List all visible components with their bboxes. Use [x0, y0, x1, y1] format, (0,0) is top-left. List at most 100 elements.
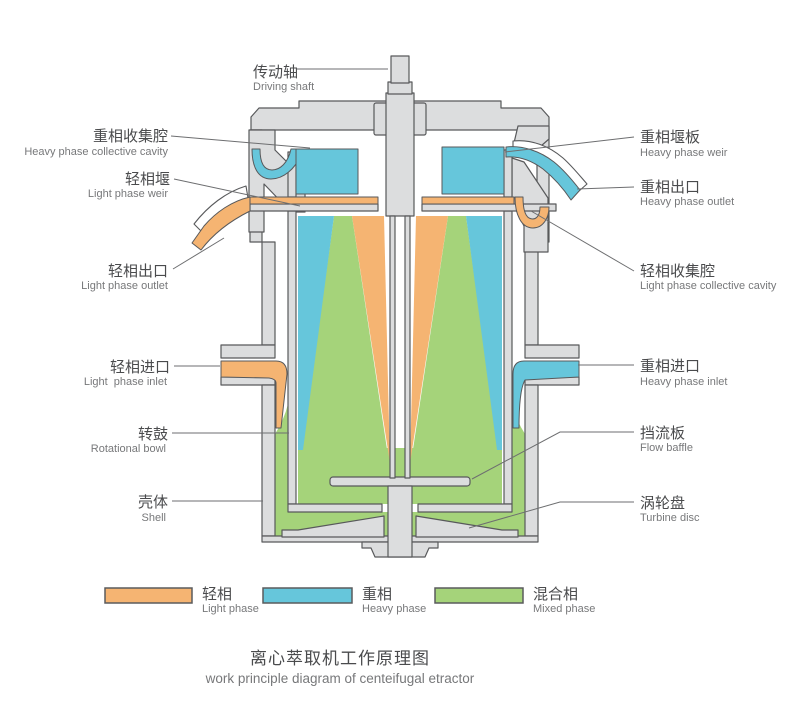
- label-hpi-en: Heavy phase inlet: [640, 376, 727, 388]
- label-light-phase-weir: 轻相堰 Light phase weir: [88, 171, 170, 200]
- heavy-phase-inner: [298, 216, 502, 450]
- shell-wall-left-lower: [261, 384, 276, 537]
- label-lpo-en: Light phase outlet: [81, 280, 168, 292]
- light-phase-weir-layer-left: [249, 196, 379, 205]
- label-hpw-en: Heavy phase weir: [640, 147, 728, 159]
- legend: 轻相 Light phase 重相 Heavy phase 混合相 Mixed …: [104, 586, 595, 615]
- label-driving-shaft-en: Driving shaft: [253, 81, 314, 93]
- light-phase-collect-pocket: [514, 196, 550, 229]
- heavy-phase-bowl-pool-right: [441, 146, 505, 195]
- label-lpcc-zh: 轻相收集腔: [640, 263, 715, 280]
- leader-light-phase-outlet: [172, 237, 225, 270]
- leader-lines: [170, 68, 635, 529]
- label-baffle-en: Flow baffle: [640, 442, 693, 454]
- shell-wall-right-mid: [524, 241, 539, 346]
- air-core-right: [410, 216, 416, 465]
- legend-heavy-phase-zh: 重相: [362, 586, 392, 603]
- label-turbine-en: Turbine disc: [640, 512, 700, 524]
- label-rotational-bowl: 转鼓 Rotational bowl: [91, 426, 168, 455]
- shell-wall-left-mid: [261, 241, 276, 346]
- heavy-phase-outlet-stream: [505, 146, 581, 201]
- label-bowl-en: Rotational bowl: [91, 443, 166, 455]
- bowl-bottom-right: [417, 503, 513, 513]
- legend-swatch-mixed-phase: [434, 587, 524, 604]
- inlet-shelf-right-top: [524, 344, 580, 359]
- label-heavy-phase-weir: 重相堰板 Heavy phase weir: [640, 128, 728, 159]
- label-lpcc-en: Light phase collective cavity: [640, 280, 777, 292]
- leader-flow-baffle: [471, 431, 634, 480]
- light-phase-weir-layer-right: [421, 196, 515, 205]
- leader-light-phase-collective-cavity: [530, 210, 635, 272]
- legend-light-phase-en: Light phase: [202, 603, 259, 615]
- label-shell-en: Shell: [142, 512, 166, 524]
- legend-swatch-light-phase: [104, 587, 193, 604]
- legend-item-light-phase: 轻相 Light phase: [104, 586, 259, 615]
- light-phase-top-fluid: [191, 196, 550, 429]
- diagram-title-zh: 离心萃取机工作原理图: [250, 649, 430, 668]
- air-core-left: [384, 216, 390, 465]
- label-lpo-zh: 轻相出口: [108, 263, 168, 280]
- legend-heavy-phase-en: Heavy phase: [362, 603, 426, 615]
- label-hpw-zh: 重相堰板: [640, 128, 700, 146]
- label-shell: 壳体 Shell: [138, 494, 168, 524]
- label-hpi-zh: 重相进口: [640, 358, 700, 375]
- label-light-phase-inlet: 轻相进口 Light phase inlet: [84, 359, 170, 388]
- turbine-disc-right: [415, 515, 519, 538]
- label-driving-shaft: 传动轴 Driving shaft: [253, 64, 314, 93]
- legend-mixed-phase-en: Mixed phase: [533, 603, 595, 615]
- label-lpi-en: Light phase inlet: [84, 376, 167, 388]
- label-heavy-phase-inlet: 重相进口 Heavy phase inlet: [640, 358, 727, 388]
- light-phase-weir-plate-left: [249, 203, 379, 212]
- label-hpo-en: Heavy phase outlet: [640, 196, 734, 208]
- bowl-wall-left-lower: [287, 210, 297, 505]
- label-hpcc-zh: 重相收集腔: [93, 128, 168, 145]
- mixed-phase-wedge-right: [409, 216, 498, 476]
- light-phase-inner: [352, 216, 448, 470]
- housing: [220, 55, 580, 558]
- label-heavy-phase-collective-cavity: 重相收集腔 Heavy phase collective cavity: [24, 128, 168, 158]
- leader-heavy-phase-outlet: [576, 186, 635, 190]
- leader-heavy-phase-collective-cavity: [170, 135, 311, 149]
- turbine-disc-left: [281, 515, 385, 538]
- label-bowl-zh: 转鼓: [138, 426, 168, 443]
- legend-swatch-heavy-phase: [262, 587, 353, 604]
- label-lpw-zh: 轻相堰: [125, 171, 170, 188]
- labels: 传动轴 Driving shaft 重相收集腔 Heavy phase coll…: [24, 64, 777, 524]
- legend-mixed-phase-zh: 混合相: [533, 586, 578, 603]
- label-driving-shaft-zh: 传动轴: [253, 64, 298, 81]
- mixed-phase-fluid: [275, 216, 525, 536]
- heavy-phase-bowl-pool-left: [295, 148, 359, 195]
- shell-wall-right-lower: [524, 384, 539, 537]
- label-turbine-disc: 涡轮盘 Turbine disc: [640, 494, 700, 524]
- label-lpw-en: Light phase weir: [88, 188, 168, 200]
- label-heavy-phase-outlet: 重相出口 Heavy phase outlet: [640, 179, 734, 208]
- diagram-title-en: work principle diagram of centeifugal et…: [205, 671, 475, 686]
- flow-baffle-plate: [329, 476, 471, 487]
- baffle-stem: [387, 485, 413, 558]
- leader-light-phase-weir: [173, 178, 301, 207]
- inlet-shelf-left-top: [220, 344, 276, 359]
- light-phase-cone-left: [352, 216, 391, 470]
- light-phase-weir-plate-right: [421, 203, 557, 212]
- light-phase-outlet-stream: [191, 196, 251, 251]
- mixed-phase-wedge-left: [302, 216, 391, 476]
- title-block: 离心萃取机工作原理图 work principle diagram of cen…: [205, 649, 475, 686]
- driving-shaft-tip: [390, 55, 410, 84]
- label-shell-zh: 壳体: [138, 494, 168, 511]
- label-hpo-zh: 重相出口: [640, 179, 700, 196]
- inner-shaft-right: [404, 215, 411, 479]
- legend-item-mixed-phase: 混合相 Mixed phase: [434, 586, 595, 615]
- label-turbine-zh: 涡轮盘: [640, 494, 685, 512]
- label-baffle-zh: 挡流板: [640, 424, 685, 442]
- heavy-phase-wedge-left: [298, 216, 334, 450]
- label-lpi-zh: 轻相进口: [110, 359, 170, 376]
- leader-turbine-disc: [468, 501, 634, 529]
- label-hpcc-en: Heavy phase collective cavity: [24, 146, 168, 158]
- label-light-phase-outlet: 轻相出口 Light phase outlet: [81, 263, 168, 292]
- heavy-phase-top-fluid: [251, 146, 581, 429]
- inner-shaft-left: [389, 215, 396, 479]
- heavy-phase-inlet-stream: [512, 360, 580, 429]
- driving-shaft-body: [385, 92, 415, 217]
